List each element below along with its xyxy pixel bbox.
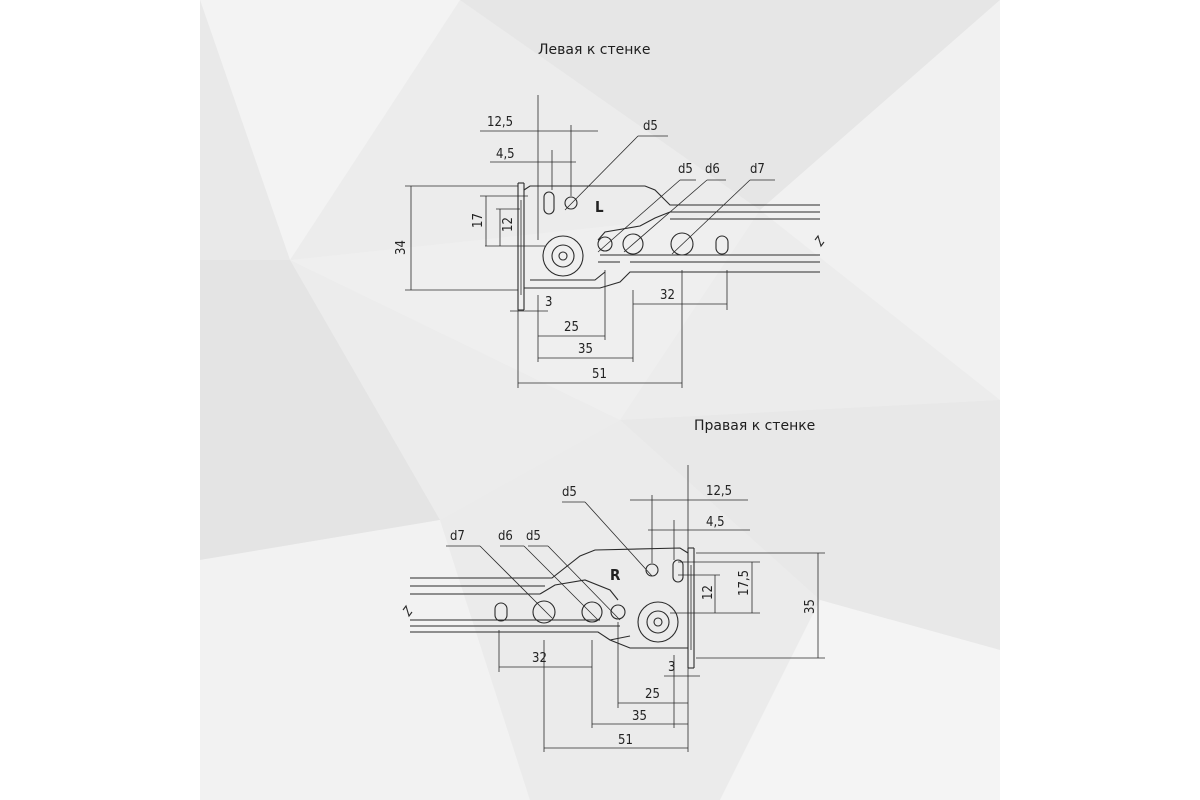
right-bracket — [402, 547, 695, 669]
right-dim-25: 25 — [645, 687, 660, 702]
left-hole-label-d6: d6 — [705, 162, 720, 177]
left-hole-label-d5: d5 — [678, 162, 693, 177]
left-marker-L: L — [595, 198, 604, 216]
left-dim-51: 51 — [592, 367, 607, 382]
left-dim-3: 3 — [545, 295, 552, 310]
right-view-title: Правая к стенке — [694, 418, 816, 434]
left-holes — [542, 191, 729, 277]
right-hole-label-d7: d7 — [450, 529, 465, 544]
right-dim-32: 32 — [532, 651, 547, 666]
right-drawing: 12,5 4,5 35 17,5 12 3 25 35 51 32 d5 d7 … — [402, 465, 825, 752]
left-dim-17: 17 — [471, 213, 486, 228]
left-drawing: 12,5 4,5 34 17 12 3 25 35 51 32 d5 d5 d6… — [394, 95, 825, 388]
drawing-panel: 12,5 4,5 34 17 12 3 25 35 51 32 d5 d5 d6… — [200, 0, 1000, 800]
right-dim-12-5: 12,5 — [706, 484, 732, 499]
left-leaders — [564, 135, 775, 255]
right-dim-35-vertical: 35 — [803, 599, 818, 614]
right-dim-17-5: 17,5 — [737, 570, 752, 596]
left-dim-34: 34 — [394, 240, 409, 255]
right-holes — [494, 559, 684, 643]
right-marker-R: R — [610, 566, 621, 584]
right-leaders — [446, 501, 653, 621]
background-pattern — [200, 0, 1000, 800]
left-view-title: Левая к стенке — [538, 42, 651, 58]
right-hole-label-d6: d6 — [498, 529, 513, 544]
right-dim-3: 3 — [668, 660, 675, 675]
left-dim-12-5: 12,5 — [487, 115, 513, 130]
left-hole-label-d5-top: d5 — [643, 119, 658, 134]
left-bracket — [517, 182, 825, 311]
left-dim-32: 32 — [660, 288, 675, 303]
right-dim-4-5: 4,5 — [706, 515, 725, 530]
left-dimensions: 12,5 4,5 34 17 12 3 25 35 51 32 d5 d5 d6… — [394, 95, 765, 388]
left-dim-35: 35 — [578, 342, 593, 357]
left-dim-4-5: 4,5 — [496, 147, 515, 162]
right-hole-label-d5-top: d5 — [562, 485, 577, 500]
right-dimensions: 12,5 4,5 35 17,5 12 3 25 35 51 32 d5 d7 … — [450, 465, 825, 752]
left-dim-12: 12 — [501, 217, 516, 232]
right-hole-label-d5: d5 — [526, 529, 541, 544]
right-dim-12: 12 — [701, 585, 716, 600]
right-dim-51: 51 — [618, 733, 633, 748]
left-hole-label-d7: d7 — [750, 162, 765, 177]
right-dim-35: 35 — [632, 709, 647, 724]
left-dim-25: 25 — [564, 320, 579, 335]
